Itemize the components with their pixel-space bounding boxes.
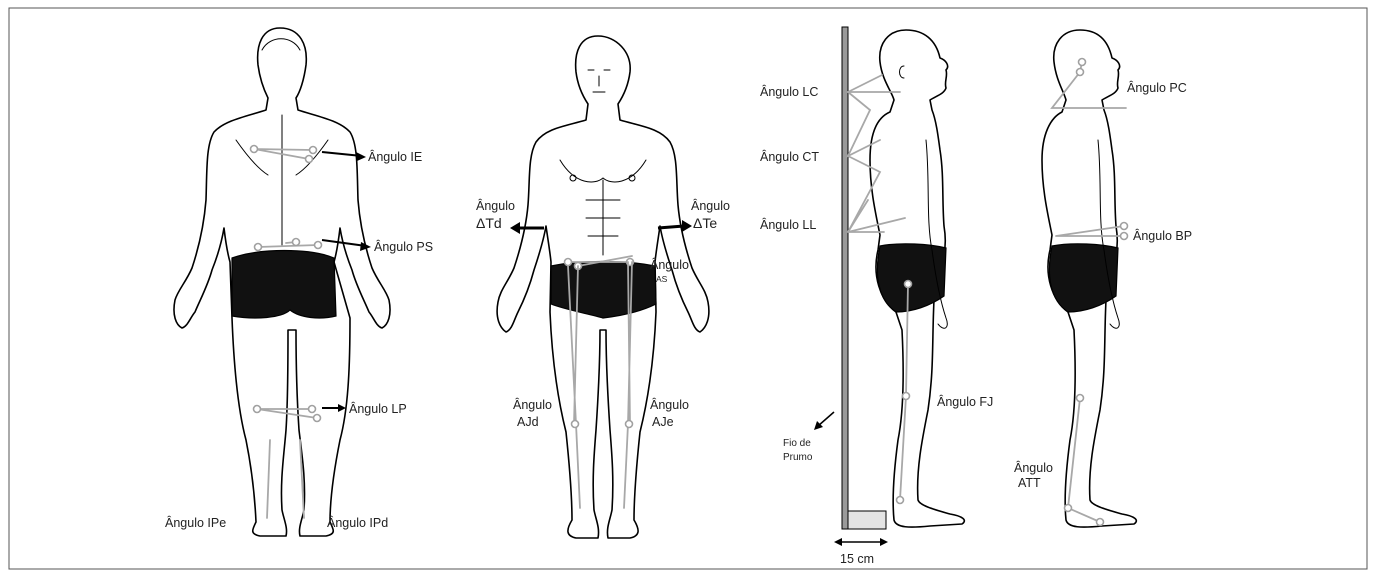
label-angle-as: AS <box>656 274 668 284</box>
distance-arrowhead-right <box>880 538 888 546</box>
label-angle-as-top: Ângulo <box>650 257 689 272</box>
label-angle-fj: Ângulo FJ <box>937 394 993 409</box>
ie-arrowhead <box>356 152 366 161</box>
label-angle-aje-top: Ângulo <box>650 397 689 412</box>
label-angle-tri-e: ΔTe <box>693 215 717 231</box>
label-angle-lp: Ângulo LP <box>349 401 407 416</box>
label-angle-bp: Ângulo BP <box>1133 228 1192 243</box>
label-angle-ie: Ângulo IE <box>368 149 422 164</box>
plumb-arrow <box>818 412 834 426</box>
anterior-shorts <box>551 262 656 319</box>
label-angle-lc: Ângulo LC <box>760 84 818 99</box>
label-angle-ipe: Ângulo IPe <box>165 515 226 530</box>
lateral-plumb-figure: Ângulo LC Ângulo CT Ângulo LL Ângulo FJ … <box>760 27 993 566</box>
tri-d-arrowhead <box>510 222 520 234</box>
profile-shorts <box>1049 244 1118 312</box>
label-angle-tri-d: ΔTd <box>476 215 502 231</box>
label-angle-ajd: AJd <box>517 415 539 429</box>
label-angle-pc: Ângulo PC <box>1127 80 1187 95</box>
lateral-profile-figure: Ângulo PC Ângulo BP Ângulo ATT <box>1014 30 1192 527</box>
lateral-shorts <box>877 244 946 312</box>
posterior-shorts <box>232 251 336 319</box>
label-angle-ps: Ângulo PS <box>374 239 433 254</box>
label-angle-tri-d-top: Ângulo <box>476 198 515 213</box>
tri-e-arrowhead <box>682 220 692 232</box>
plumb-board <box>842 27 848 529</box>
label-angle-ct: Ângulo CT <box>760 149 819 164</box>
posterior-view-figure: Ângulo IE Ângulo PS Ângulo LP Ângulo IPe… <box>165 28 433 536</box>
label-angle-tri-e-top: Ângulo <box>691 198 730 213</box>
tri-e-arrow <box>658 226 684 228</box>
label-angle-att-top: Ângulo <box>1014 460 1053 475</box>
label-angle-aje: AJe <box>652 415 674 429</box>
distance-arrowhead-left <box>834 538 842 546</box>
label-plumb-line-2: Prumo <box>783 452 813 463</box>
label-angle-ajd-top: Ângulo <box>513 397 552 412</box>
floor-block <box>848 511 886 529</box>
label-angle-att: ATT <box>1018 476 1041 490</box>
anterior-view-figure: Ângulo ΔTd Ângulo ΔTe Ângulo AS Ângulo A… <box>476 36 730 538</box>
label-angle-ll: Ângulo LL <box>760 217 816 232</box>
label-angle-ipd: Ângulo IPd <box>327 515 388 530</box>
label-plumb-line-1: Fio de <box>783 438 811 449</box>
label-distance: 15 cm <box>840 552 874 566</box>
